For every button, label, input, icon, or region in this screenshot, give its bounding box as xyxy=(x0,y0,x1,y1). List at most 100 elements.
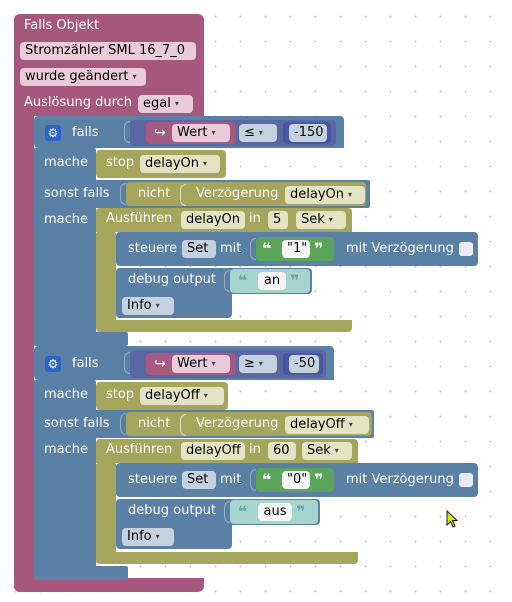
operator-1: ≤ xyxy=(244,125,255,140)
quote-close-icon: ❞ xyxy=(290,271,300,290)
set-dropdown-2[interactable]: Set xyxy=(182,471,216,489)
timeout-label-1: Ausführen xyxy=(106,211,173,226)
unit-1: Sek xyxy=(301,212,325,227)
log-level-dropdown-1[interactable]: Info▾ xyxy=(122,297,174,315)
gear-icon[interactable]: ⚙ xyxy=(45,356,61,372)
trigger-by-dropdown[interactable]: egal▾ xyxy=(138,95,193,113)
chevron-down-icon: ▾ xyxy=(258,128,263,137)
input-socket xyxy=(180,184,186,206)
chevron-down-icon: ▾ xyxy=(328,215,333,224)
trigger-object-field[interactable]: Stromzähler SML 16_7_0 xyxy=(20,42,196,60)
variable-icon: ↪ xyxy=(154,125,166,141)
input-socket xyxy=(124,121,130,143)
debug-label-2: debug output xyxy=(128,503,217,518)
stop-var-dropdown-2[interactable]: delayOff▾ xyxy=(140,387,224,405)
trigger-block-bottom xyxy=(14,578,204,592)
input-socket xyxy=(224,501,230,523)
trigger-title: Falls Objekt xyxy=(24,18,100,33)
in-label-1: in xyxy=(249,211,261,226)
quote-close-icon: ❞ xyxy=(296,502,306,521)
timeout-label-2: Ausführen xyxy=(106,442,173,457)
if-block-1-bottom xyxy=(34,332,128,346)
debug-field-2[interactable]: aus xyxy=(258,503,292,521)
delay-check-label-2: mit Verzögerung xyxy=(346,472,454,487)
chevron-down-icon: ▾ xyxy=(334,446,339,455)
input-socket xyxy=(120,183,126,205)
stop-var-1: delayOn xyxy=(145,156,199,171)
log-level-dropdown-2[interactable]: Info▾ xyxy=(122,528,174,546)
delay-value-2: 60 xyxy=(273,443,290,458)
input-socket xyxy=(180,414,186,436)
trigger-by-label: Auslösung durch xyxy=(24,95,133,110)
log-level-2: Info xyxy=(127,529,152,544)
input-socket xyxy=(250,469,256,491)
operator-dropdown-1[interactable]: ≤▾ xyxy=(239,124,277,142)
chevron-down-icon: ▾ xyxy=(155,301,160,310)
debug-label-1: debug output xyxy=(128,272,217,287)
chevron-down-icon: ▾ xyxy=(348,190,353,199)
variable-icon: ↪ xyxy=(154,356,166,372)
trigger-by-value: egal xyxy=(143,96,171,111)
delay-check-label-1: mit Verzögerung xyxy=(346,241,454,256)
chevron-down-icon: ▾ xyxy=(174,99,179,108)
operator-dropdown-2[interactable]: ≥▾ xyxy=(239,355,277,373)
verz-var-dropdown-2[interactable]: delayOff▾ xyxy=(285,416,369,434)
debug-value-1: an xyxy=(263,273,281,288)
cursor-icon xyxy=(446,510,459,528)
unit-dropdown-2[interactable]: Sek▾ xyxy=(302,442,352,460)
timeout-var-dropdown-2[interactable]: delayOff xyxy=(181,442,245,460)
variable-dropdown-2[interactable]: Wert▾ xyxy=(172,355,230,373)
variable-dropdown-1[interactable]: Wert▾ xyxy=(172,124,230,142)
delay-value-1: 5 xyxy=(273,212,282,227)
quote-open-icon: ❝ xyxy=(238,271,248,290)
chevron-down-icon: ▾ xyxy=(203,159,208,168)
timeout-block-1-spine xyxy=(96,232,116,328)
chevron-down-icon: ▾ xyxy=(155,532,160,541)
chevron-down-icon: ▾ xyxy=(211,128,216,137)
string-field-2[interactable]: "0" xyxy=(282,471,310,489)
number-value-2: -50 xyxy=(294,356,316,371)
gear-icon[interactable]: ⚙ xyxy=(45,125,61,141)
control-label-2: steuere xyxy=(128,472,178,487)
timeout-var-dropdown-1[interactable]: delayOn xyxy=(181,211,245,229)
stop-var-2: delayOff xyxy=(145,388,200,403)
not-label-2: nicht xyxy=(138,416,171,431)
input-socket xyxy=(124,352,130,374)
quote-close-icon: ❞ xyxy=(314,239,324,258)
if1-mache2-label: mache xyxy=(44,212,89,227)
stop-label-1: stop xyxy=(106,155,135,170)
delay-value-field-2[interactable]: 60 xyxy=(268,442,296,460)
verz-var-dropdown-1[interactable]: delayOn▾ xyxy=(285,186,365,204)
quote-open-icon: ❝ xyxy=(262,239,272,258)
debug-field-1[interactable]: an xyxy=(258,272,286,290)
chevron-down-icon: ▾ xyxy=(348,420,353,429)
verz-var-2: delayOff xyxy=(290,417,345,432)
stop-var-dropdown-1[interactable]: delayOn ▾ xyxy=(140,155,220,173)
number-field-1[interactable]: -150 xyxy=(289,124,327,142)
string-field-1[interactable]: "1" xyxy=(282,240,310,258)
set-dropdown-1[interactable]: Set xyxy=(182,240,216,258)
delay-checkbox-2[interactable] xyxy=(459,473,473,487)
delay-checkbox-1[interactable] xyxy=(459,242,473,256)
not-label-1: nicht xyxy=(138,186,171,201)
unit-dropdown-1[interactable]: Sek▾ xyxy=(296,211,346,229)
if1-mache-label: mache xyxy=(44,155,89,170)
timeout-var-1: delayOn xyxy=(186,212,240,227)
in-label-2: in xyxy=(249,442,261,457)
delay-value-field-1[interactable]: 5 xyxy=(268,211,288,229)
stop-label-2: stop xyxy=(106,387,135,402)
quote-open-icon: ❝ xyxy=(238,502,248,521)
timeout-block-2-bottom xyxy=(96,552,358,564)
chevron-down-icon: ▾ xyxy=(258,359,263,368)
trigger-event-dropdown[interactable]: wurde geändert▾ xyxy=(20,68,146,86)
if1-falls-label: falls xyxy=(72,125,99,140)
unit-2: Sek xyxy=(307,443,331,458)
number-field-2[interactable]: -50 xyxy=(289,355,319,373)
debug-value-2: aus xyxy=(263,504,287,519)
input-socket xyxy=(250,238,256,260)
if1-sonst-label: sonst falls xyxy=(44,186,110,201)
operator-2: ≥ xyxy=(244,356,255,371)
mit-label-2: mit xyxy=(220,472,242,487)
quote-close-icon: ❞ xyxy=(314,470,324,489)
timeout-block-1-bottom xyxy=(96,320,352,332)
